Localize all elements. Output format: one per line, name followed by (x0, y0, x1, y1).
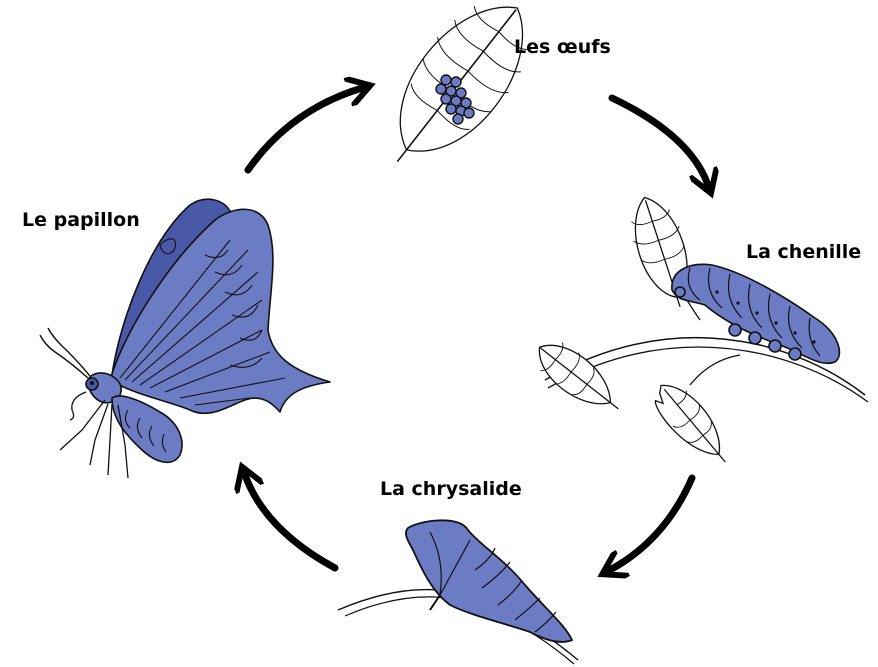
arrow-caterpillar-to-chrysalis (610, 478, 692, 570)
eggs-illustration (362, 0, 553, 189)
label-caterpillar: La chenille (746, 243, 861, 262)
butterfly-illustration (40, 199, 330, 478)
label-butterfly: Le papillon (22, 211, 140, 230)
label-eggs: Les œufs (514, 38, 611, 57)
arrow-chrysalis-to-butterfly (245, 475, 335, 568)
chrysalis-illustration (338, 520, 578, 664)
arrow-butterfly-to-eggs (248, 88, 362, 170)
caterpillar-illustration (527, 190, 868, 475)
label-chrysalis: La chrysalide (380, 480, 522, 499)
arrow-eggs-to-caterpillar (612, 98, 708, 185)
